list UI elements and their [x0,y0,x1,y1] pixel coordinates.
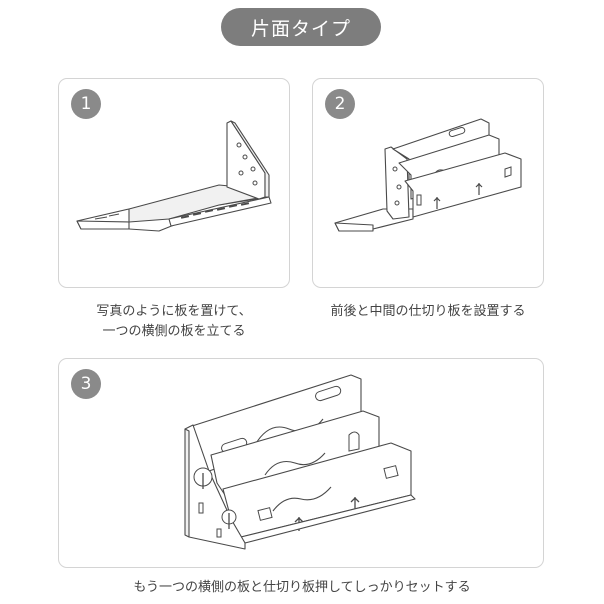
step-2-badge: 2 [325,89,355,119]
step-3-caption: もう一つの横側の板と仕切り板押してしっかりセットする [40,578,564,598]
step-2-illustration [334,118,522,232]
step-1-caption: 写真のように板を置けて、 一つの横側の板を立てる [58,302,290,342]
step-2-card: 2 [312,78,544,288]
step-1-card: 1 [58,78,290,288]
page-title: 片面タイプ [221,8,381,46]
step-1-caption-line2: 一つの横側の板を立てる [102,324,246,339]
step-2-caption-line1: 前後と中間の仕切り板を設置する [330,304,526,319]
step-1-illustration [76,120,272,232]
step-3-illustration [184,374,416,550]
step-3-badge: 3 [71,369,101,399]
step-1-badge: 1 [71,89,101,119]
step-3-caption-line1: もう一つの横側の板と仕切り板押してしっかりセットする [133,580,471,595]
step-1-caption-line1: 写真のように板を置けて、 [96,304,252,319]
step-3-card: 3 [58,358,544,568]
step-2-caption: 前後と中間の仕切り板を設置する [300,302,556,322]
